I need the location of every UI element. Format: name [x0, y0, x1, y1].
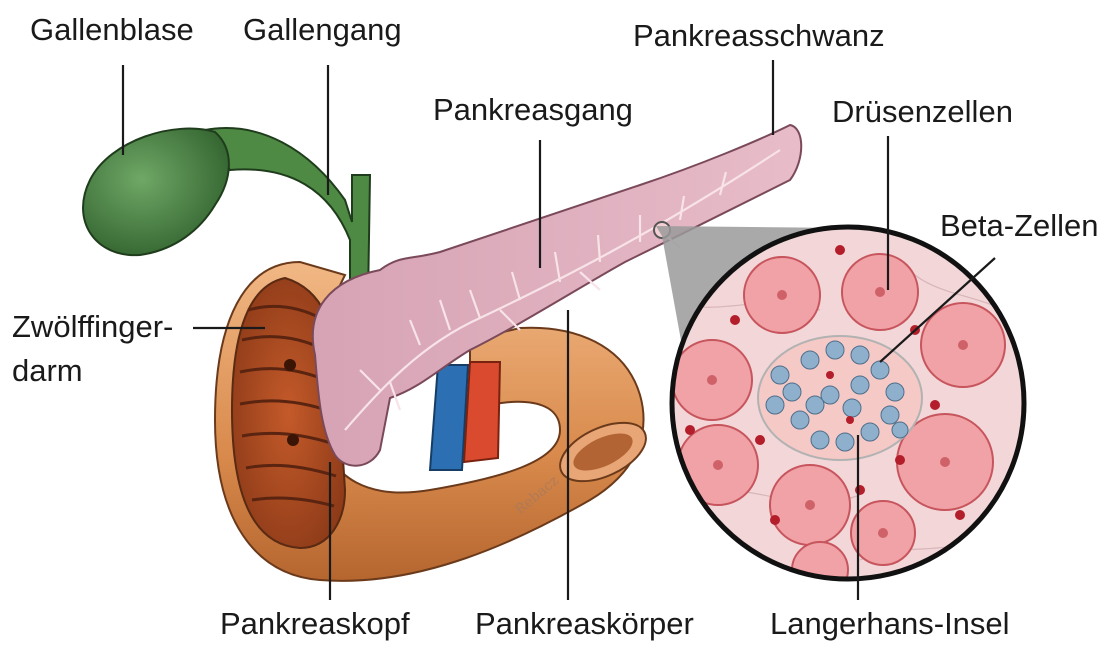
label-pancreatic-duct: Pankreasgang — [433, 92, 633, 128]
label-beta-cells: Beta-Zellen — [940, 208, 1099, 244]
label-acinar-cells: Drüsenzellen — [832, 94, 1013, 130]
gallbladder — [83, 129, 229, 256]
label-islet: Langerhans-Insel — [770, 606, 1010, 642]
label-pancreatic-tail: Pankreasschwanz — [633, 18, 885, 54]
label-gallbladder: Gallenblase — [30, 12, 194, 48]
label-pancreatic-head: Pankreaskopf — [220, 606, 410, 642]
papilla-minor — [287, 434, 299, 446]
label-bile-duct: Gallengang — [243, 12, 402, 48]
label-pancreatic-body: Pankreaskörper — [475, 606, 694, 642]
label-duodenum-line2: darm — [12, 349, 173, 393]
artery — [464, 362, 500, 462]
label-duodenum: Zwölffinger- darm — [12, 305, 173, 393]
vein — [430, 365, 468, 470]
papilla-major — [284, 359, 296, 371]
label-duodenum-line1: Zwölffinger- — [12, 305, 173, 349]
